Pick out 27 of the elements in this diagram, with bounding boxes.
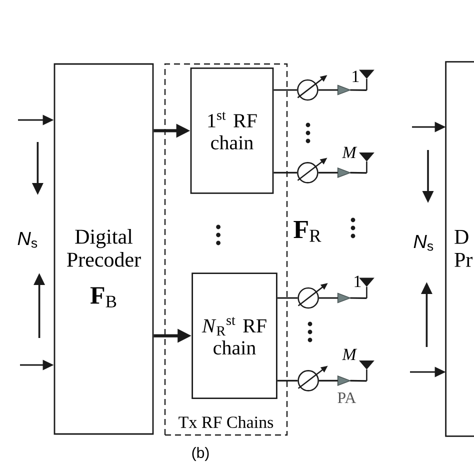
amplifier-triangle — [337, 84, 352, 96]
connector-line — [350, 89, 367, 91]
connector-line — [318, 172, 338, 174]
connector-line — [277, 297, 298, 299]
connector-line — [350, 172, 367, 174]
symbol-label: N$_{s}$ — [18, 232, 38, 248]
partial-box: D Pr — [445, 61, 474, 437]
antenna-number: M — [342, 146, 358, 158]
connector-line — [350, 297, 367, 299]
symbol-label: N$_{s}$ — [414, 234, 434, 251]
connector-line — [318, 380, 338, 382]
connector-line — [318, 297, 338, 299]
connector-line — [350, 380, 367, 382]
antenna-number: 1 — [354, 276, 361, 287]
symbol-label: F$_{R}$ — [294, 220, 322, 242]
panel-label: (b) — [192, 447, 209, 461]
antenna-number: M — [342, 348, 358, 360]
connector-line — [277, 380, 298, 382]
rf-chain-box: N$_{R}$$^{st}$ RF chain — [192, 272, 278, 399]
amplifier-triangle — [337, 292, 352, 304]
precoder-box: Digital Precoder F$_{B}$ — [54, 63, 154, 435]
amplifier-label: PA — [338, 392, 356, 403]
connector-line — [318, 89, 338, 91]
rf-chain-box: 1$^{st}$ RF chain — [190, 68, 274, 194]
connector-line — [274, 89, 298, 91]
connector-line — [274, 172, 298, 174]
antenna-number: 1 — [352, 70, 359, 82]
